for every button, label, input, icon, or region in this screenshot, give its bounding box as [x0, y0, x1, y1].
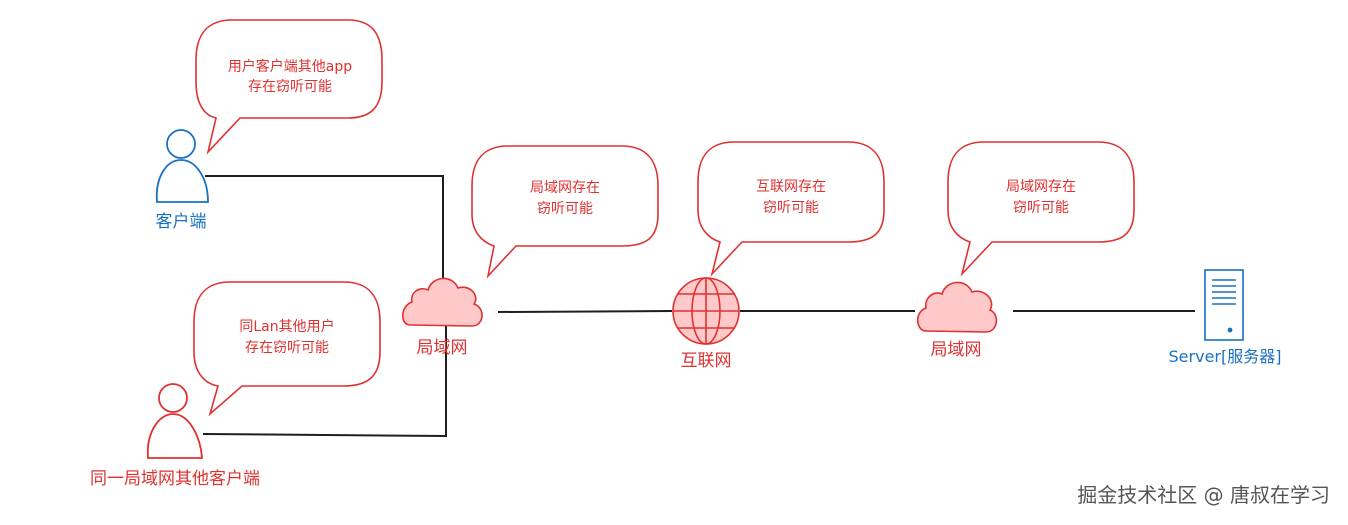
bubble-lan-right: 局域网存在 窃听可能	[947, 141, 1135, 277]
server-label: Server[服务器]	[1169, 347, 1282, 366]
bubble-internet-line2: 窃听可能	[763, 200, 819, 216]
server-node: Server[服务器]	[1169, 269, 1282, 366]
user-icon	[155, 129, 209, 203]
internet-node: 互联网	[672, 277, 740, 371]
cloud-icon	[401, 277, 483, 327]
lan-right-node: 局域网	[916, 281, 998, 360]
bubble-lan-right-shape	[947, 141, 1135, 277]
line-lan-to-internet	[497, 310, 673, 313]
client-node: 客户端	[155, 129, 209, 232]
bubble-internet: 互联网存在 窃听可能	[697, 141, 885, 277]
watermark: 掘金技术社区 @ 唐叔在学习	[1077, 483, 1330, 507]
server-icon	[1204, 269, 1244, 341]
bubble-lan-users: 同Lan其他用户 存在窃听可能	[193, 281, 381, 417]
lan-left-node: 局域网	[401, 277, 483, 358]
bubble-client-apps: 用户客户端其他app 存在窃听可能	[195, 19, 383, 155]
bubble-lan-right-line1: 局域网存在	[1006, 179, 1076, 195]
bubble-lan-users-shape	[193, 281, 381, 417]
bubble-lan-left-shape	[471, 145, 659, 279]
lan-right-label: 局域网	[931, 340, 982, 360]
client-label: 客户端	[156, 212, 207, 232]
bubble-lan-users-line1: 同Lan其他用户	[239, 318, 334, 335]
bubble-client-apps-line1: 用户客户端其他app	[228, 58, 352, 75]
bubble-internet-line1: 互联网存在	[756, 179, 826, 195]
lan-client-label: 同一局域网其他客户端	[90, 469, 260, 489]
user-icon	[146, 383, 203, 459]
bubble-lan-left: 局域网存在 窃听可能	[471, 145, 659, 279]
cloud-icon	[916, 281, 998, 333]
bubble-lan-left-line1: 局域网存在	[530, 180, 600, 196]
bubble-lan-right-line2: 窃听可能	[1013, 200, 1069, 216]
bubble-client-apps-line2: 存在窃听可能	[248, 79, 332, 95]
line-lan-client-to-lan	[202, 325, 447, 438]
globe-icon	[672, 277, 740, 345]
connection-lines	[202, 175, 1195, 438]
bubble-lan-users-line2: 存在窃听可能	[245, 340, 329, 356]
bubble-internet-shape	[697, 141, 885, 277]
bubble-client-apps-shape	[195, 19, 383, 155]
lan-client-node: 同一局域网其他客户端	[90, 383, 260, 489]
line-client-to-lan	[205, 175, 444, 300]
bubble-lan-left-line2: 窃听可能	[537, 201, 593, 217]
lan-left-label: 局域网	[417, 338, 468, 358]
internet-label: 互联网	[681, 351, 732, 371]
